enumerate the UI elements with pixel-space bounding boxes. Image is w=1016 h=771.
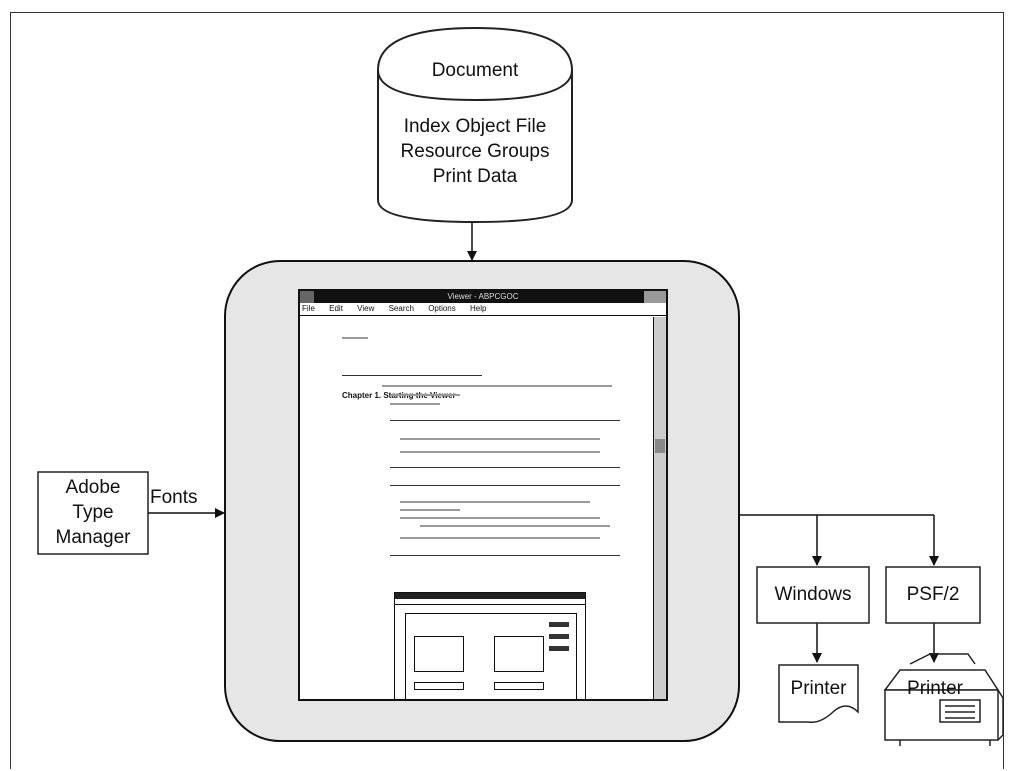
text-line — [400, 537, 600, 539]
atm-line-1: Adobe — [65, 477, 121, 498]
viewer-page: Chapter 1. Starting the Viewer — [300, 317, 654, 699]
text-line — [400, 501, 590, 503]
windows-box — [756, 566, 870, 624]
diagram-frame — [10, 12, 1004, 769]
section-rule — [390, 555, 620, 556]
windows-printer-label: Printer — [790, 678, 847, 699]
section-rule — [390, 485, 620, 486]
section-rule — [390, 420, 620, 421]
viewer-scrollbar[interactable] — [653, 317, 666, 699]
embedded-dialog — [405, 613, 577, 699]
minimize-maximize-icon[interactable] — [644, 291, 666, 303]
chapter-rule — [342, 375, 482, 376]
viewer-titlebar: Viewer - ABPCGOC — [300, 291, 666, 303]
output-connectors — [739, 514, 939, 663]
menu-options[interactable]: Options — [428, 304, 456, 313]
page-header-text — [342, 337, 368, 339]
text-line — [420, 525, 610, 527]
viewer-window: Viewer - ABPCGOC File Edit View Search O… — [298, 289, 668, 701]
atm-line-2: Type — [72, 502, 114, 523]
menu-file[interactable]: File — [302, 304, 315, 313]
viewer-menubar: File Edit View Search Options Help — [300, 303, 666, 316]
menu-edit[interactable]: Edit — [329, 304, 343, 313]
text-line — [400, 451, 600, 453]
document-line-index: Index Object File — [403, 116, 547, 137]
fonts-label: Fonts — [150, 487, 198, 508]
psf2-box — [885, 566, 981, 624]
viewer-title: Viewer - ABPCGOC — [447, 292, 519, 301]
text-line — [400, 438, 600, 440]
section-rule — [390, 467, 620, 468]
atm-line-3: Manager — [55, 527, 131, 548]
menu-help[interactable]: Help — [470, 304, 487, 313]
document-title: Document — [431, 60, 519, 81]
menu-view[interactable]: View — [357, 304, 375, 313]
psf2-label: PSF/2 — [906, 584, 960, 605]
text-line — [400, 509, 460, 511]
text-line — [382, 385, 612, 387]
scroll-thumb[interactable] — [655, 439, 665, 453]
embedded-screenshot — [394, 592, 586, 699]
document-line-resources: Resource Groups — [400, 141, 550, 162]
text-line — [400, 517, 600, 519]
windows-label: Windows — [774, 584, 852, 605]
text-line — [390, 394, 460, 396]
atm-box — [37, 471, 149, 555]
document-line-print: Print Data — [432, 166, 518, 187]
psf2-printer-label: Printer — [907, 678, 963, 699]
printer-device-icon — [883, 653, 1004, 746]
printed-page-icon — [778, 664, 859, 724]
system-menu-icon[interactable] — [300, 291, 314, 303]
menu-search[interactable]: Search — [388, 304, 414, 313]
text-line — [390, 403, 440, 405]
document-cylinder — [377, 26, 573, 224]
